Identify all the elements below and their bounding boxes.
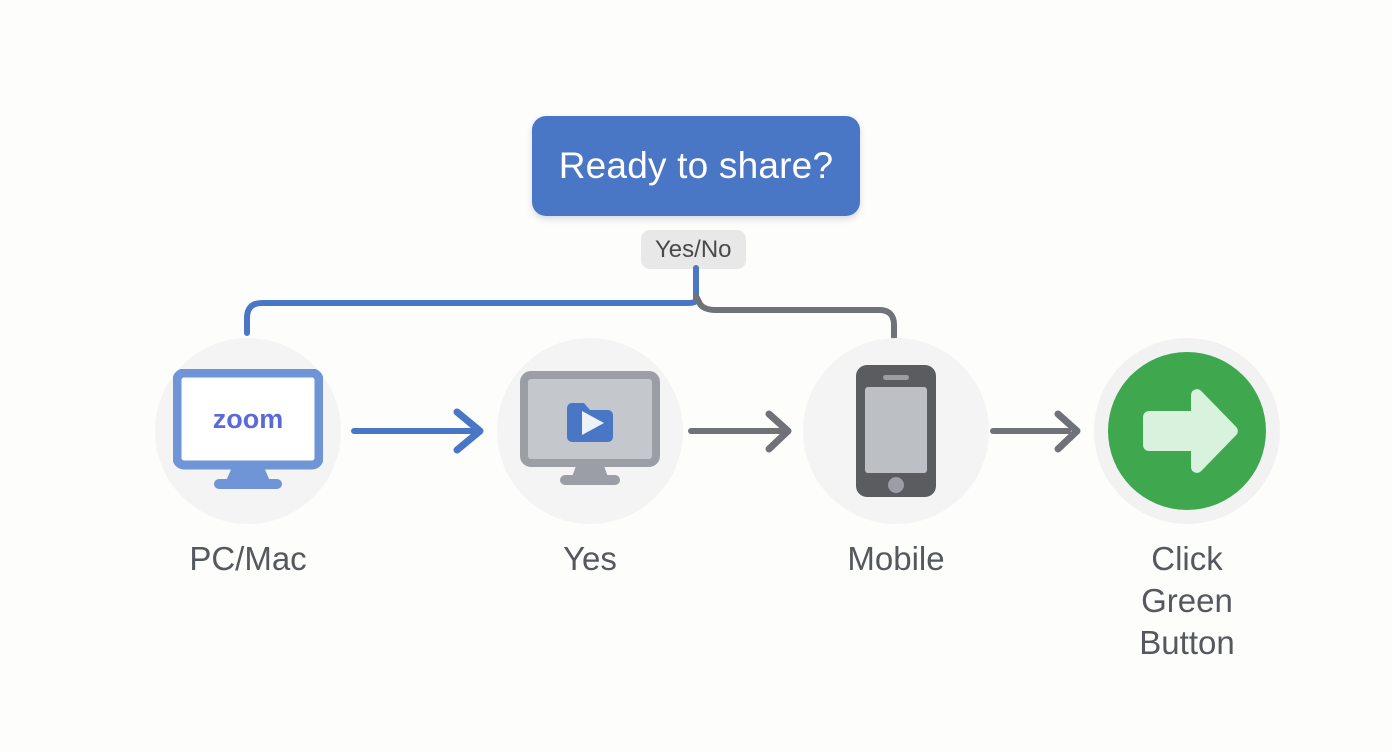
arrow-yes-to-mobile [688,410,792,453]
zoom-logo-text: zoom [213,404,284,434]
node-pcmac[interactable]: zoom PC/Mac [155,338,341,580]
node-yes-circle [497,338,683,524]
branch-label-badge: Yes/No [641,230,746,269]
node-click-circle [1094,338,1280,524]
arrow-pcmac-to-yes [351,408,484,454]
node-mobile-label: Mobile [847,540,945,577]
connector-left-branch [244,293,699,336]
arrow-mobile-to-click [990,410,1081,453]
monitor-play-icon [520,371,660,485]
decision-node-ready-to-share[interactable]: Ready to share? [532,116,860,216]
node-click-green-button[interactable]: Click Green Button [1094,338,1280,664]
node-yes[interactable]: Yes [497,338,683,580]
branch-label-text: Yes/No [655,235,732,263]
desktop-zoom-icon: zoom [173,369,323,489]
node-mobile[interactable]: Mobile [803,338,989,580]
node-mobile-circle [803,338,989,524]
green-arrow-button-icon [1108,352,1266,510]
node-pcmac-label: PC/Mac [189,540,307,577]
smartphone-icon [856,365,936,497]
decision-node-label: Ready to share? [558,145,834,186]
node-pcmac-circle: zoom [155,338,341,524]
node-yes-label: Yes [563,540,617,577]
node-click-label: Click Green Button [1139,540,1235,661]
connector-right-branch [693,293,897,340]
